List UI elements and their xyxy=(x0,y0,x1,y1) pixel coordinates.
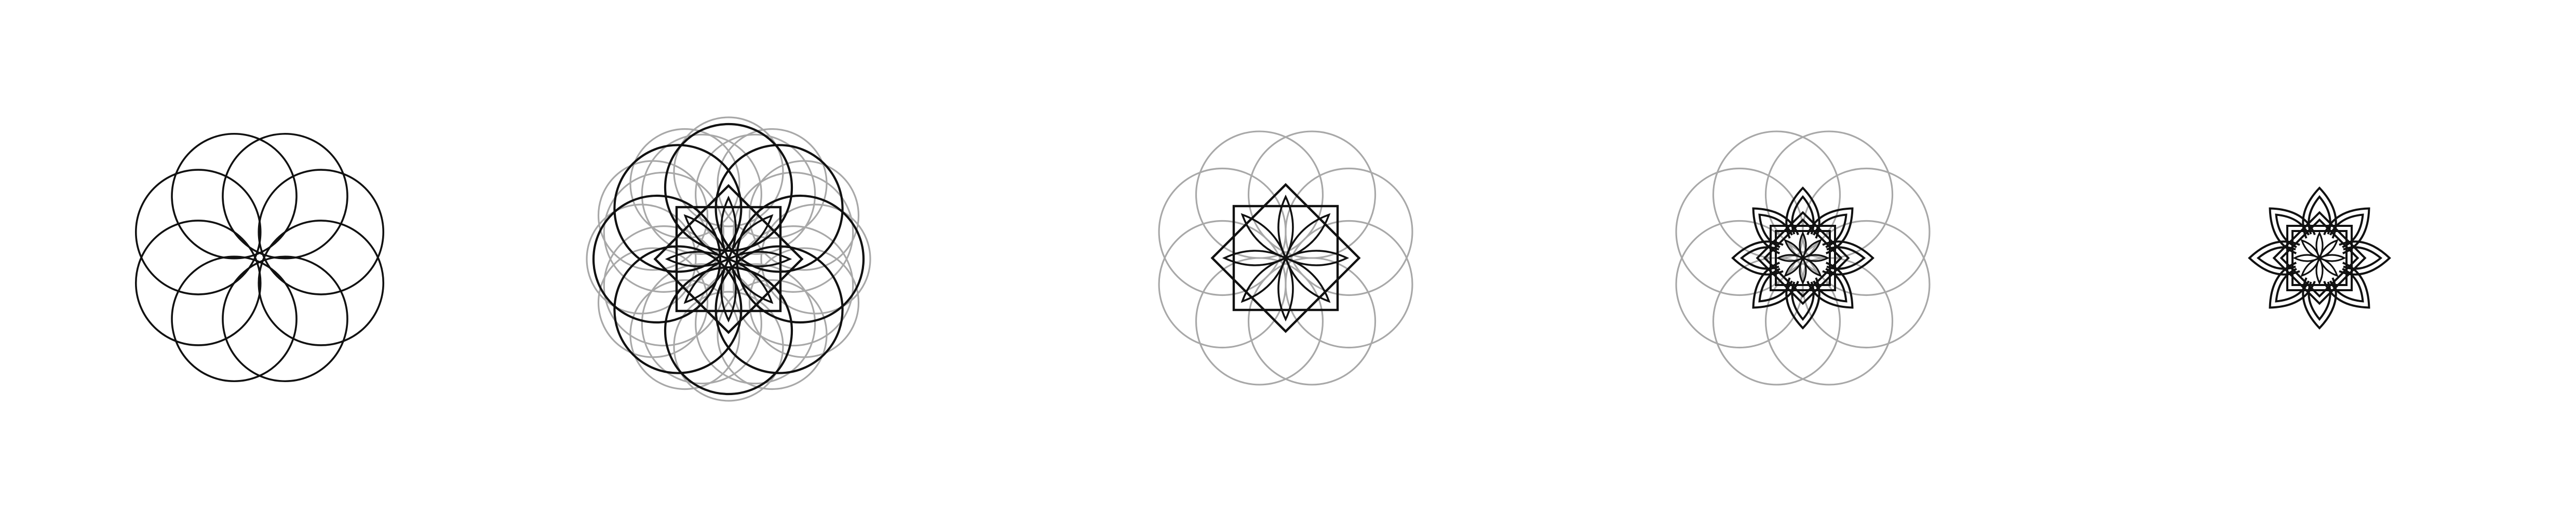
guide-circle xyxy=(586,204,697,315)
rosette-circle xyxy=(735,194,865,324)
guide-circle-inner xyxy=(603,171,724,293)
star-petal xyxy=(1222,250,1288,266)
final-knot-leaf-outer xyxy=(2269,207,2316,254)
knot-leaf-outer xyxy=(1731,240,1784,276)
knot-leaf-outer xyxy=(1752,262,1799,309)
rosette-circle xyxy=(258,169,385,295)
rosette-circle xyxy=(222,255,348,383)
final-knot-leaf-outer xyxy=(2339,240,2391,276)
final-knot-leaf-outer xyxy=(2302,277,2337,330)
final-knot-square xyxy=(2286,225,2353,291)
guide-circle xyxy=(1158,220,1287,349)
star-petal xyxy=(726,251,792,267)
star-petal xyxy=(1283,250,1350,266)
guide-circle-inner xyxy=(733,225,854,347)
star-petal xyxy=(1240,213,1287,260)
knot-leaf-outer xyxy=(1785,277,1820,330)
guide-circle-inner xyxy=(695,133,816,255)
rosette-circle xyxy=(592,194,722,324)
rosette-circle xyxy=(664,266,793,396)
star-petal xyxy=(1240,256,1287,303)
knot-leaf-outer xyxy=(1752,207,1799,254)
final-knot-square-inner xyxy=(2291,230,2348,286)
guide-circle-inner xyxy=(641,263,762,385)
star-petal xyxy=(665,251,731,267)
star-petal xyxy=(720,195,737,262)
knot-square-rot-inner xyxy=(1763,218,1843,298)
final-knot-leaf-outer xyxy=(2302,186,2337,239)
final-knot-leaf-outer xyxy=(2323,262,2370,309)
knot-leaf-outer xyxy=(1785,186,1820,239)
final-knot-square-rot xyxy=(2272,211,2367,305)
knot-leaf-outer xyxy=(1806,207,1854,254)
final-knot-leaf-outer xyxy=(2269,262,2316,309)
guide-circle xyxy=(1195,130,1324,259)
star-petal xyxy=(683,258,730,304)
stage-eight-circle-rosette xyxy=(134,132,385,383)
rosette-circle xyxy=(134,220,262,346)
rosette-circle xyxy=(258,220,385,346)
rosette-circle xyxy=(613,144,743,273)
knot-leaf-outer xyxy=(1806,262,1854,309)
star-petal xyxy=(727,258,774,304)
stage-knot-in-guide-circles xyxy=(1675,130,1931,386)
star-petal xyxy=(1277,255,1294,322)
guide-circle xyxy=(1195,257,1324,386)
rosette-circle xyxy=(714,144,844,273)
guide-circle xyxy=(1247,257,1377,386)
star-petal xyxy=(1284,213,1331,260)
star-petal xyxy=(1284,256,1331,303)
star-square xyxy=(1232,205,1339,311)
star-petal xyxy=(683,214,730,261)
rosette-circle xyxy=(613,245,743,374)
star-petal xyxy=(727,214,774,261)
guide-circle-inner xyxy=(641,133,762,255)
guide-circle-inner xyxy=(733,171,854,293)
rosette-circle xyxy=(222,132,348,260)
guide-circle-inner xyxy=(603,225,724,347)
knot-square xyxy=(1770,225,1836,291)
rosette-circle xyxy=(134,169,262,295)
stage-final-interlaced-knot xyxy=(2248,186,2391,330)
star-petal xyxy=(1277,194,1294,261)
rosette-circle xyxy=(664,123,793,252)
guide-circle xyxy=(760,204,871,315)
stage-overlaid-rosettes-with-star xyxy=(586,116,871,402)
rosette-circle xyxy=(171,132,298,260)
final-knot-square-rot-inner xyxy=(2280,218,2359,298)
guide-circle xyxy=(673,116,784,227)
knot-center-petal xyxy=(1784,239,1804,260)
guide-circle xyxy=(1158,167,1287,296)
guide-circle xyxy=(673,291,784,402)
rosette-circle xyxy=(714,245,844,374)
knot-leaf-outer xyxy=(1822,240,1874,276)
guide-circle-inner xyxy=(695,263,816,385)
knot-square-inner xyxy=(1775,230,1831,286)
star-petal xyxy=(720,256,737,323)
star-square-rotated xyxy=(1210,183,1361,333)
final-knot-leaf-outer xyxy=(2323,207,2370,254)
star-square xyxy=(675,206,782,313)
knot-square-rot xyxy=(1756,211,1850,305)
rosette-circle xyxy=(171,255,298,383)
star-square-rotated xyxy=(653,184,804,334)
final-knot-leaf-outer xyxy=(2248,240,2300,276)
stage-star-in-guide-circles xyxy=(1158,130,1413,386)
final-knot-center-petal xyxy=(2300,239,2321,260)
